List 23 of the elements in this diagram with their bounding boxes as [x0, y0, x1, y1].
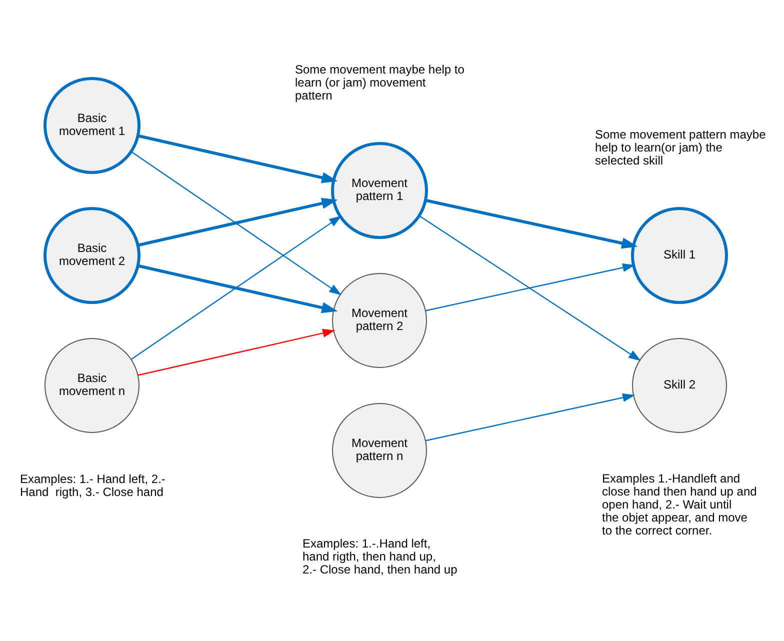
arrow [138, 134, 338, 184]
arrow [130, 216, 342, 360]
label: Some movement pattern maybe help to learn(or jam) the selected skill [595, 128, 766, 168]
arrow [130, 151, 342, 296]
node-circle: Skill 2 [632, 338, 727, 433]
node-circle: Basic movement n [44, 338, 140, 433]
node-circle: Skill 1 [631, 207, 728, 304]
node-circle: Movement pattern 2 [332, 273, 427, 368]
arrow [138, 328, 336, 376]
arrow [425, 198, 638, 249]
arrow [426, 393, 636, 442]
node-circle: Basic movement 1 [44, 77, 140, 174]
arrow [418, 215, 641, 361]
label: Examples: 1.-.Hand left, hand rigth, then hand up, 2.- Close hand, then hand up [302, 536, 458, 577]
arrow [426, 263, 636, 312]
label: Some movement maybe help to learn (or jam) movement pattern [295, 62, 464, 103]
label: Examples: 1.- Hand left, 2.- Hand rigth, 3.- Close hand [20, 472, 166, 500]
node-circle: Movement pattern n [332, 403, 427, 498]
node-circle: Basic movement 2 [44, 207, 140, 304]
node-circle: Movement pattern 1 [331, 142, 428, 239]
label: Examples 1.-Handleft and close hand then hand up and open hand, 2.- Wait until the objet appear, and move to the correct corner. [602, 472, 757, 538]
arrow [138, 198, 338, 247]
arrow [138, 264, 338, 314]
